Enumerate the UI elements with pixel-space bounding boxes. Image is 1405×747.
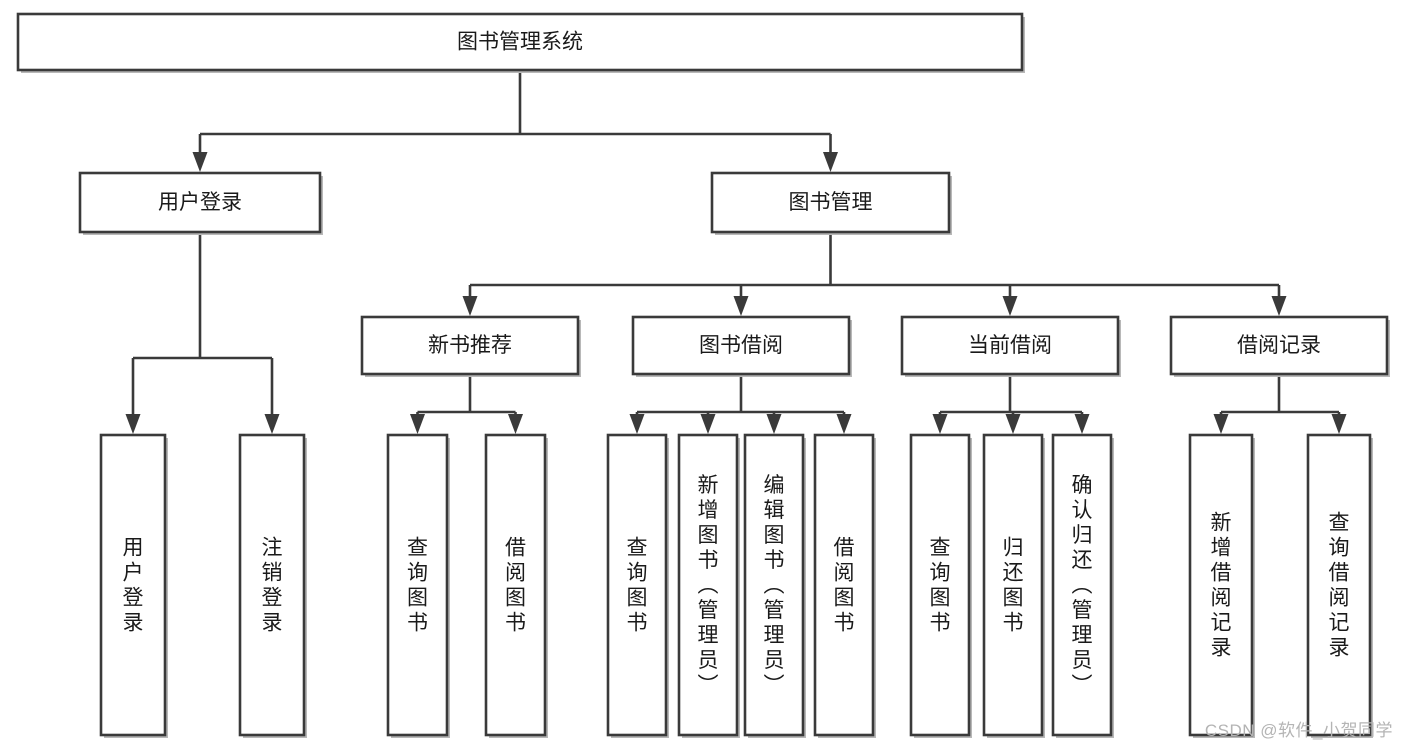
node-label: 归还图书: [1003, 537, 1024, 635]
node-new-book-recommend[interactable]: 新书推荐: [360, 315, 581, 377]
arrowhead-icon: [410, 414, 425, 434]
node-box[interactable]: [813, 433, 875, 737]
node-user-login[interactable]: 用户登录: [78, 171, 323, 235]
node-box[interactable]: [484, 433, 547, 737]
node-label: 确认归还︵管理员︶: [1072, 474, 1093, 697]
node-label: 编辑图书︵管理员︶: [764, 474, 785, 697]
node-box[interactable]: [16, 12, 1024, 72]
node-leaf-query-book-1[interactable]: 查询图书: [386, 433, 450, 738]
node-box[interactable]: [1188, 433, 1254, 737]
arrowhead-icon: [1005, 414, 1021, 434]
node-label: 借阅记录: [1237, 334, 1321, 357]
node-leaf-edit-book[interactable]: 编辑图书︵管理员︶: [743, 433, 806, 738]
arrowhead-icon: [1002, 296, 1018, 316]
connector-group-new-book-recommend: [410, 374, 523, 434]
node-leaf-add-book[interactable]: 新增图书︵管理员︶: [677, 433, 740, 738]
arrowhead-icon: [733, 296, 749, 316]
node-label: 查询图书: [930, 537, 951, 635]
arrowhead-icon: [932, 414, 948, 434]
node-leaf-borrow-book-2[interactable]: 借阅图书: [813, 433, 876, 738]
node-leaf-user-login[interactable]: 用户登录: [99, 433, 168, 738]
node-current-borrow[interactable]: 当前借阅: [900, 315, 1121, 377]
node-box[interactable]: [743, 433, 805, 737]
arrowhead-icon: [1074, 414, 1090, 434]
arrowhead-icon: [192, 152, 208, 172]
node-label: 用户登录: [158, 191, 242, 214]
node-leaf-add-borrow-record[interactable]: 新增借阅记录: [1188, 433, 1255, 738]
arrowhead-icon: [629, 414, 645, 434]
node-label: 新书推荐: [428, 334, 512, 357]
node-box[interactable]: [606, 433, 668, 737]
node-leaf-return-book[interactable]: 归还图书: [982, 433, 1045, 738]
node-root[interactable]: 图书管理系统: [16, 12, 1025, 73]
node-label: 新增借阅记录: [1211, 512, 1232, 660]
node-label: 注销登录: [262, 537, 283, 635]
arrowhead-icon: [1331, 414, 1347, 434]
node-leaf-query-borrow-record[interactable]: 查询借阅记录: [1306, 433, 1373, 738]
node-book-management[interactable]: 图书管理: [710, 171, 952, 235]
node-box[interactable]: [360, 315, 580, 376]
arrowhead-icon: [766, 414, 782, 434]
node-label: 图书管理系统: [457, 31, 583, 54]
connector-group-book-borrow: [629, 374, 852, 434]
connector-group-root: [192, 70, 838, 172]
node-box[interactable]: [900, 315, 1120, 376]
node-book-borrow[interactable]: 图书借阅: [631, 315, 852, 377]
arrowhead-icon: [1271, 296, 1287, 316]
node-box[interactable]: [386, 433, 449, 737]
node-label: 借阅图书: [505, 537, 526, 635]
arrowhead-icon: [462, 296, 478, 316]
node-box[interactable]: [238, 433, 306, 737]
node-leaf-user-logout[interactable]: 注销登录: [238, 433, 307, 738]
node-box[interactable]: [982, 433, 1044, 737]
node-label: 新增图书︵管理员︶: [698, 474, 719, 697]
node-box[interactable]: [1306, 433, 1372, 737]
node-box[interactable]: [677, 433, 739, 737]
node-box[interactable]: [710, 171, 951, 234]
node-box[interactable]: [99, 433, 167, 737]
connector-group-borrow-record: [1213, 374, 1347, 434]
node-label: 查询图书: [627, 537, 648, 635]
connector-group-book-management: [462, 232, 1287, 316]
arrowhead-icon: [700, 414, 716, 434]
node-label: 查询图书: [407, 537, 428, 635]
connector-group-current-borrow: [932, 374, 1090, 434]
node-label: 用户登录: [123, 537, 144, 635]
arrowhead-icon: [1213, 414, 1229, 434]
connector-group-user-login: [125, 232, 280, 434]
node-label: 图书管理: [789, 191, 873, 214]
node-borrow-record[interactable]: 借阅记录: [1169, 315, 1390, 377]
arrowhead-icon: [823, 152, 838, 172]
node-box[interactable]: [909, 433, 971, 737]
node-leaf-query-book-3[interactable]: 查询图书: [909, 433, 972, 738]
node-box[interactable]: [1051, 433, 1113, 737]
node-label: 当前借阅: [968, 334, 1052, 357]
node-layer: 图书管理系统用户登录图书管理新书推荐图书借阅当前借阅借阅记录用户登录注销登录查询…: [16, 12, 1390, 738]
node-leaf-borrow-book-1[interactable]: 借阅图书: [484, 433, 548, 738]
node-leaf-confirm-return[interactable]: 确认归还︵管理员︶: [1051, 433, 1114, 738]
arrowhead-icon: [264, 414, 280, 434]
arrowhead-icon: [508, 414, 523, 434]
node-box[interactable]: [78, 171, 322, 234]
connector-layer: [125, 70, 1347, 434]
arrowhead-icon: [836, 414, 852, 434]
node-label: 借阅图书: [834, 537, 855, 635]
node-label: 查询借阅记录: [1329, 512, 1350, 660]
node-box[interactable]: [631, 315, 851, 376]
arrowhead-icon: [125, 414, 141, 434]
node-label: 图书借阅: [699, 334, 783, 357]
node-leaf-query-book-2[interactable]: 查询图书: [606, 433, 669, 738]
node-box[interactable]: [1169, 315, 1389, 376]
